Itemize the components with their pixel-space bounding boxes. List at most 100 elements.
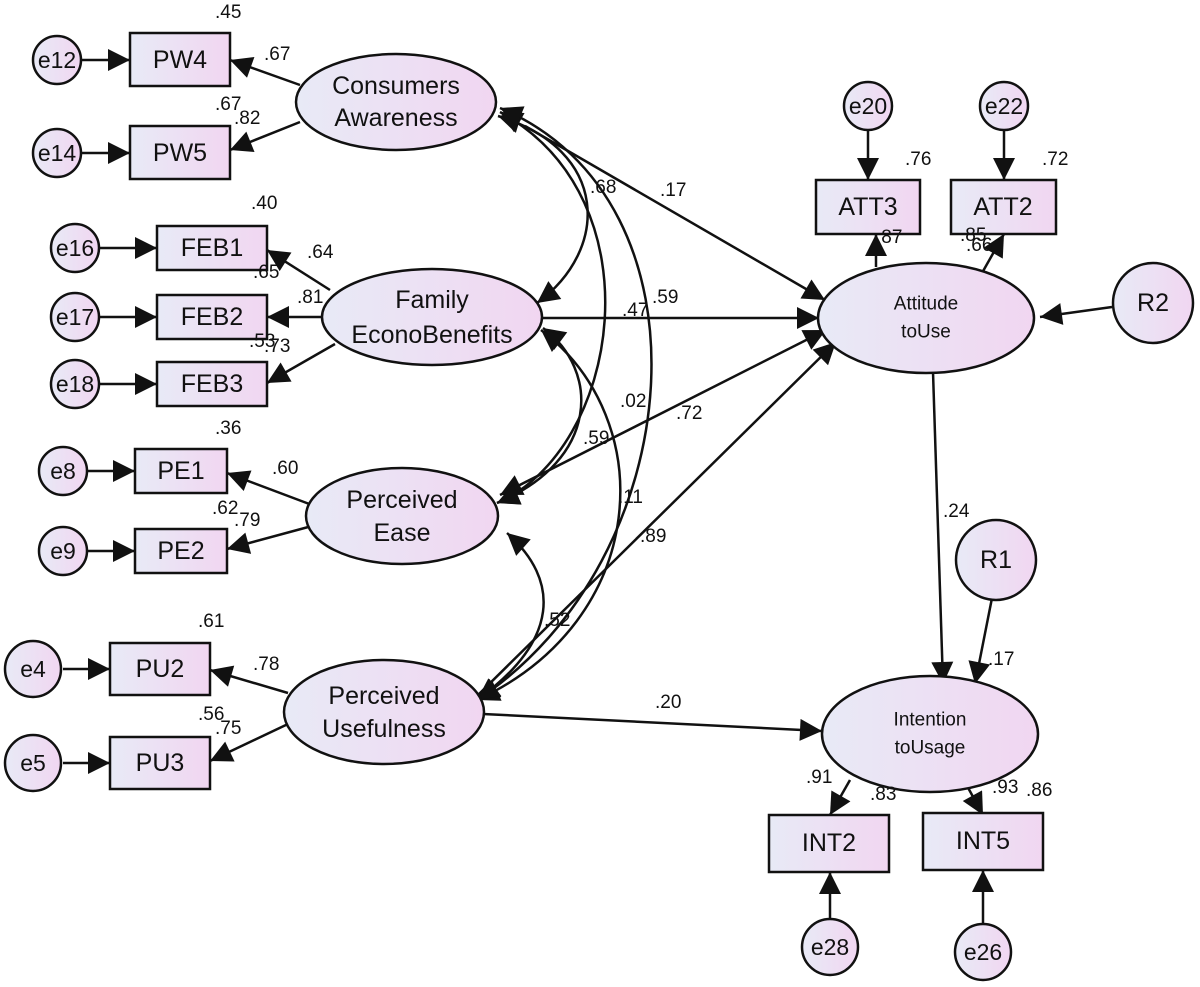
latent-consumers-awareness: Consumers Awareness (294, 52, 498, 152)
indicator-pe1: PE1 (133, 447, 229, 495)
path-r2-att (1039, 303, 1113, 325)
label-att3: ATT3 (838, 193, 897, 221)
coef-load-pw5: .82 (234, 108, 260, 129)
coef-path-pu-att: .72 (676, 403, 702, 424)
label-int-line1: Intention (894, 710, 967, 731)
label-e16: e16 (56, 235, 94, 261)
coef-r2-feb1: .40 (251, 193, 277, 214)
coef-r2-pw4: .45 (215, 2, 241, 23)
latent-perceived-ease: Perceived Ease (304, 466, 500, 566)
indicator-feb2: FEB2 (155, 293, 269, 341)
label-ca-line1: Consumers (332, 72, 460, 100)
coef-path-att-int: .24 (943, 501, 970, 522)
latent-perceived-usefulness: Perceived Usefulness (282, 658, 486, 766)
label-pu3: PU3 (136, 749, 185, 777)
label-pu2: PU2 (136, 655, 185, 683)
residual-r2: R2 (1111, 261, 1195, 345)
indicator-pu2: PU2 (108, 641, 212, 697)
error-e5: e5 (3, 733, 63, 793)
coef-load-pu2: .78 (253, 654, 279, 675)
label-e22: e22 (985, 93, 1023, 119)
indicator-pw4: PW4 (128, 31, 232, 88)
coef-r2-pu3: .56 (198, 704, 224, 725)
label-e20: e20 (849, 93, 887, 119)
coef-r2-att3: .76 (905, 149, 931, 170)
path-r1-int (968, 597, 994, 685)
label-e28: e28 (811, 934, 849, 960)
indicator-feb1: FEB1 (155, 224, 269, 272)
edge-int-int2 (828, 779, 852, 816)
error-e20: e20 (842, 80, 894, 132)
label-e14: e14 (38, 140, 77, 166)
coef-load-pw4: .67 (264, 44, 290, 65)
coef-corr-pe-pu: .52 (544, 610, 570, 631)
coef-load-feb1: .64 (307, 242, 334, 263)
indicator-pe2: PE2 (133, 527, 229, 575)
label-att-line2: toUse (901, 322, 951, 343)
edge-att-att2 (980, 233, 1006, 274)
coef-load-feb3: .73 (264, 336, 290, 357)
label-att2: ATT2 (973, 193, 1032, 221)
coef-load-pe2: .79 (234, 510, 260, 531)
label-e18: e18 (56, 371, 94, 397)
label-pe2: PE2 (157, 537, 204, 565)
coef-corr-ca-pu: .59 (652, 287, 678, 308)
coef-r2-pw5: .67 (215, 94, 241, 115)
indicator-att3: ATT3 (814, 178, 922, 236)
error-e14: e14 (31, 127, 83, 179)
edge-ca-pw4 (229, 57, 301, 87)
latent-family-econo-benefits: Family EconoBenefits (320, 267, 544, 367)
latent-intention-to-usage: Intention toUsage (820, 674, 1040, 794)
label-e5: e5 (20, 750, 46, 776)
error-e17: e17 (49, 291, 101, 343)
error-e16: e16 (49, 222, 101, 274)
coef-corr-feb-pe: .59 (583, 428, 609, 449)
coef-r2-feb2: .65 (253, 262, 279, 283)
coef-r2-feb3: .53 (249, 331, 275, 352)
label-feb2: FEB2 (181, 303, 244, 331)
error-e8: e8 (37, 445, 89, 497)
coef-r2-att2: .72 (1042, 149, 1068, 170)
edge-pe-pe2 (226, 524, 313, 554)
cov-ca-feb (497, 111, 589, 305)
coef-path-pe-att: .02 (620, 391, 646, 412)
coef-load-att3: .87 (876, 227, 902, 248)
edge-pu-pu2 (209, 665, 289, 695)
indicators: PW4 PW5 FEB1 FEB2 FEB3 PE1 PE2 PU2 (108, 31, 1058, 874)
label-feb-line1: Family (395, 286, 469, 314)
indicator-pu3: PU3 (108, 735, 212, 791)
label-pe1: PE1 (157, 457, 204, 485)
edge-ca-pw5 (229, 120, 301, 153)
label-feb-line2: EconoBenefits (351, 321, 512, 349)
label-r1: R1 (980, 546, 1012, 574)
error-e22: e22 (978, 80, 1030, 132)
coef-corr-feb-pu: .11 (618, 487, 643, 508)
error-terms: e12 e14 e16 e17 e18 e8 e9 e4 (3, 34, 1195, 982)
coef-r2-pu2: .61 (198, 611, 224, 632)
indicator-int2: INT2 (767, 813, 891, 874)
path-pu-int (482, 712, 823, 741)
error-e12: e12 (31, 34, 83, 86)
path-ca-att (524, 124, 826, 302)
label-feb1: FEB1 (181, 234, 244, 262)
label-int-line2: toUsage (895, 738, 966, 759)
error-e18: e18 (49, 358, 101, 410)
label-pu-line1: Perceived (328, 682, 439, 710)
coef-r2-att2-overlap: .66 (966, 235, 992, 256)
indicator-int5: INT5 (921, 811, 1045, 872)
edge-feb-feb3 (266, 342, 336, 385)
indicator-att2: ATT2 (949, 178, 1058, 236)
label-e4: e4 (20, 656, 46, 682)
label-pw5: PW5 (153, 139, 207, 167)
coef-load-int2: .83 (870, 784, 896, 805)
coef-corr-ca-feb: .68 (590, 177, 616, 198)
coef-load-feb2: .81 (297, 287, 323, 308)
coef-load-int5: .86 (1026, 780, 1052, 801)
coef-load-pu3: .75 (215, 718, 241, 739)
label-int5: INT5 (956, 827, 1010, 855)
coef-corr-ca-pe: .89 (640, 526, 666, 547)
label-att-line1: Attitude (894, 294, 958, 315)
coef-r2-int2: .91 (806, 767, 832, 788)
latent-attitude-to-use: Attitude toUse (816, 261, 1036, 375)
